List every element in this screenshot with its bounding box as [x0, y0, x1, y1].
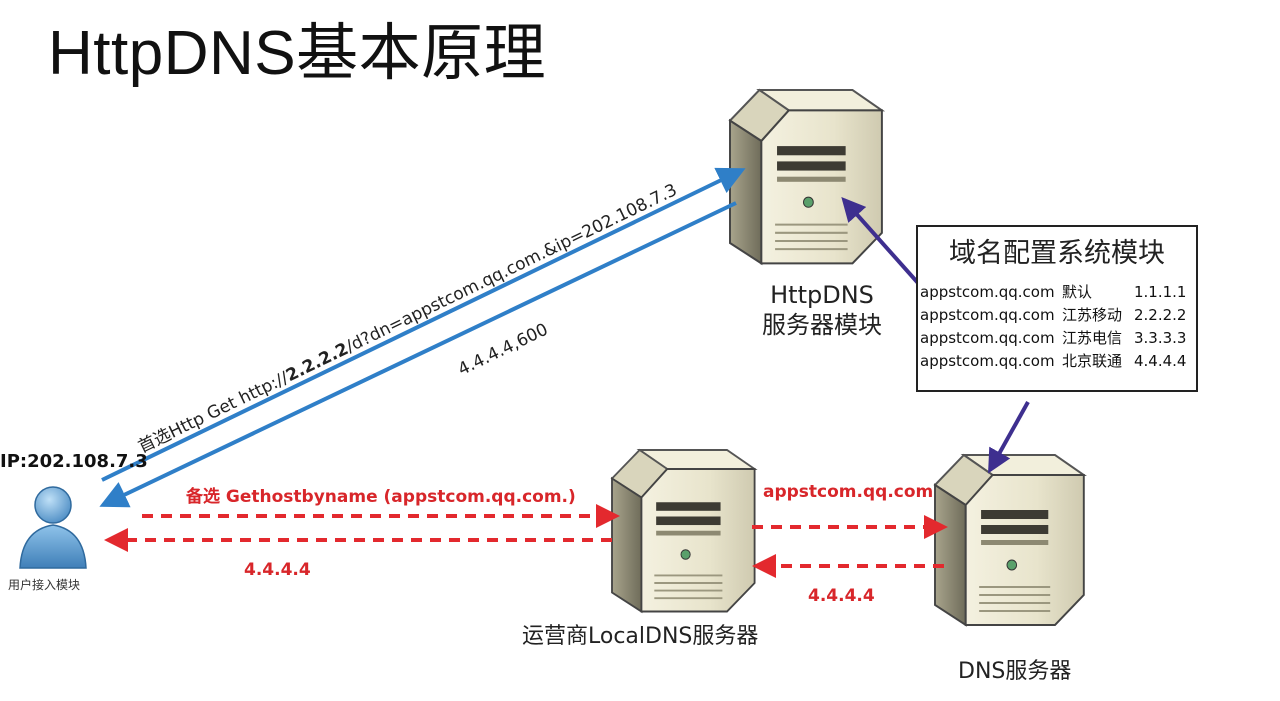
config-row: appstcom.qq.com 江苏电信 3.3.3.3 — [920, 327, 1186, 348]
user-icon — [19, 486, 87, 569]
config-module-title: 域名配置系统模块 — [949, 238, 1165, 269]
httpdns-server-label-line1: HttpDNS — [770, 281, 874, 309]
config-to-dns-arrow — [988, 401, 1030, 474]
http-response-arrow — [99, 201, 737, 508]
config-row: appstcom.qq.com 默认 1.1.1.1 — [920, 281, 1186, 302]
page-title: HttpDNS基本原理 — [48, 19, 547, 88]
config-module-box: 域名配置系统模块 appstcom.qq.com 默认 1.1.1.1 appstc… — [916, 225, 1198, 392]
dns-server-icon — [934, 454, 1085, 626]
config-row-ip: 3.3.3.3 — [1134, 329, 1187, 347]
config-row-domain: appstcom.qq.com — [920, 352, 1055, 370]
config-row-isp: 江苏移动 — [1062, 306, 1123, 324]
httpdns-server-label: HttpDNS 服务器模块 — [742, 280, 902, 340]
config-row-domain: appstcom.qq.com — [920, 283, 1055, 301]
config-row-isp: 江苏电信 — [1062, 329, 1123, 347]
httpdns-server-icon — [728, 88, 883, 265]
http-request-arrow — [101, 167, 746, 482]
config-row-isp: 默认 — [1062, 283, 1093, 301]
fallback-response-label: 4.4.4.4 — [244, 560, 311, 580]
config-row-domain: appstcom.qq.com — [920, 329, 1055, 347]
config-to-httpdns-arrow — [841, 197, 920, 285]
config-row-ip: 1.1.1.1 — [1134, 283, 1187, 301]
config-row-ip: 4.4.4.4 — [1134, 352, 1187, 370]
client-label: 用户接入模块 — [8, 578, 81, 592]
config-row-ip: 2.2.2.2 — [1134, 306, 1187, 324]
client-ip-label: IP:202.108.7.3 — [0, 451, 148, 472]
dns-response-label: 4.4.4.4 — [808, 586, 875, 606]
fallback-request-label: 备选 Gethostbyname (appstcom.qq.com.) — [186, 487, 576, 507]
config-row-isp: 北京联通 — [1062, 352, 1123, 370]
dns-query-label: appstcom.qq.com — [763, 482, 934, 502]
local-dns-server-label: 运营商LocalDNS服务器 — [522, 624, 759, 649]
config-row-domain: appstcom.qq.com — [920, 306, 1055, 324]
httpdns-server-label-line2: 服务器模块 — [762, 311, 882, 339]
config-row: appstcom.qq.com 江苏移动 2.2.2.2 — [920, 304, 1186, 325]
local-dns-server-icon — [611, 449, 756, 613]
config-row: appstcom.qq.com 北京联通 4.4.4.4 — [920, 350, 1186, 371]
dns-server-label: DNS服务器 — [958, 659, 1072, 684]
